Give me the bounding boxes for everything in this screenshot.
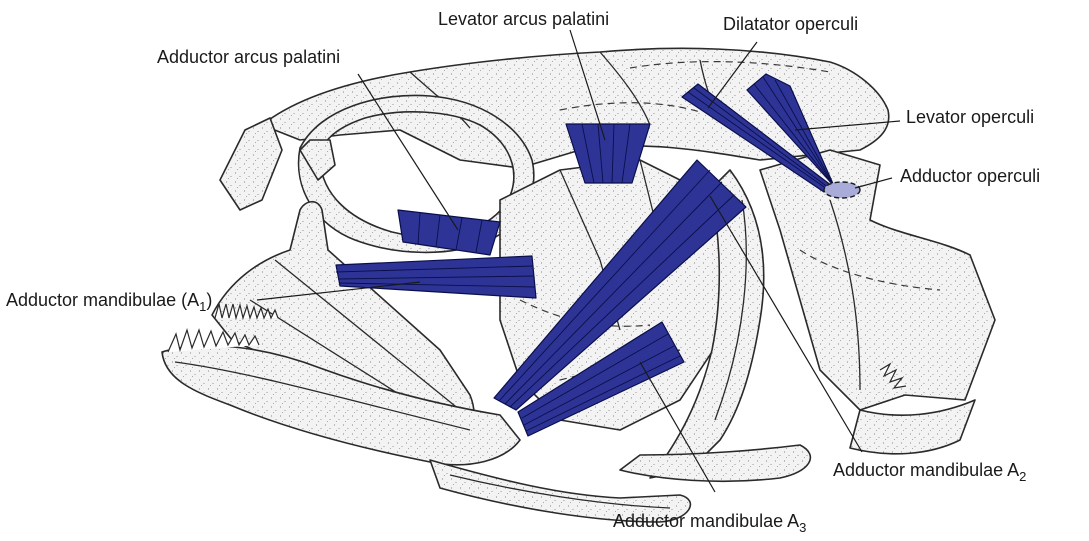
interopercle bbox=[620, 445, 810, 481]
label-adductor-mandibulae-a2: Adductor mandibulae A2 bbox=[833, 460, 1026, 484]
label-adductor-operculi: Adductor operculi bbox=[900, 166, 1040, 186]
label-dilatator-operculi: Dilatator operculi bbox=[723, 14, 858, 34]
label-levator-arcus-palatini: Levator arcus palatini bbox=[438, 9, 609, 29]
label-adductor-arcus-palatini: Adductor arcus palatini bbox=[157, 47, 340, 67]
adductor-operculi-insertion bbox=[824, 182, 860, 198]
skull-illustration bbox=[162, 48, 995, 522]
label-levator-operculi: Levator operculi bbox=[906, 107, 1034, 127]
label-adductor-mandibulae-a3: Adductor mandibulae A3 bbox=[613, 511, 806, 535]
subopercle bbox=[850, 400, 975, 454]
opercle bbox=[760, 150, 995, 410]
label-adductor-mandibulae-a1: Adductor mandibulae (A1) bbox=[6, 290, 212, 314]
